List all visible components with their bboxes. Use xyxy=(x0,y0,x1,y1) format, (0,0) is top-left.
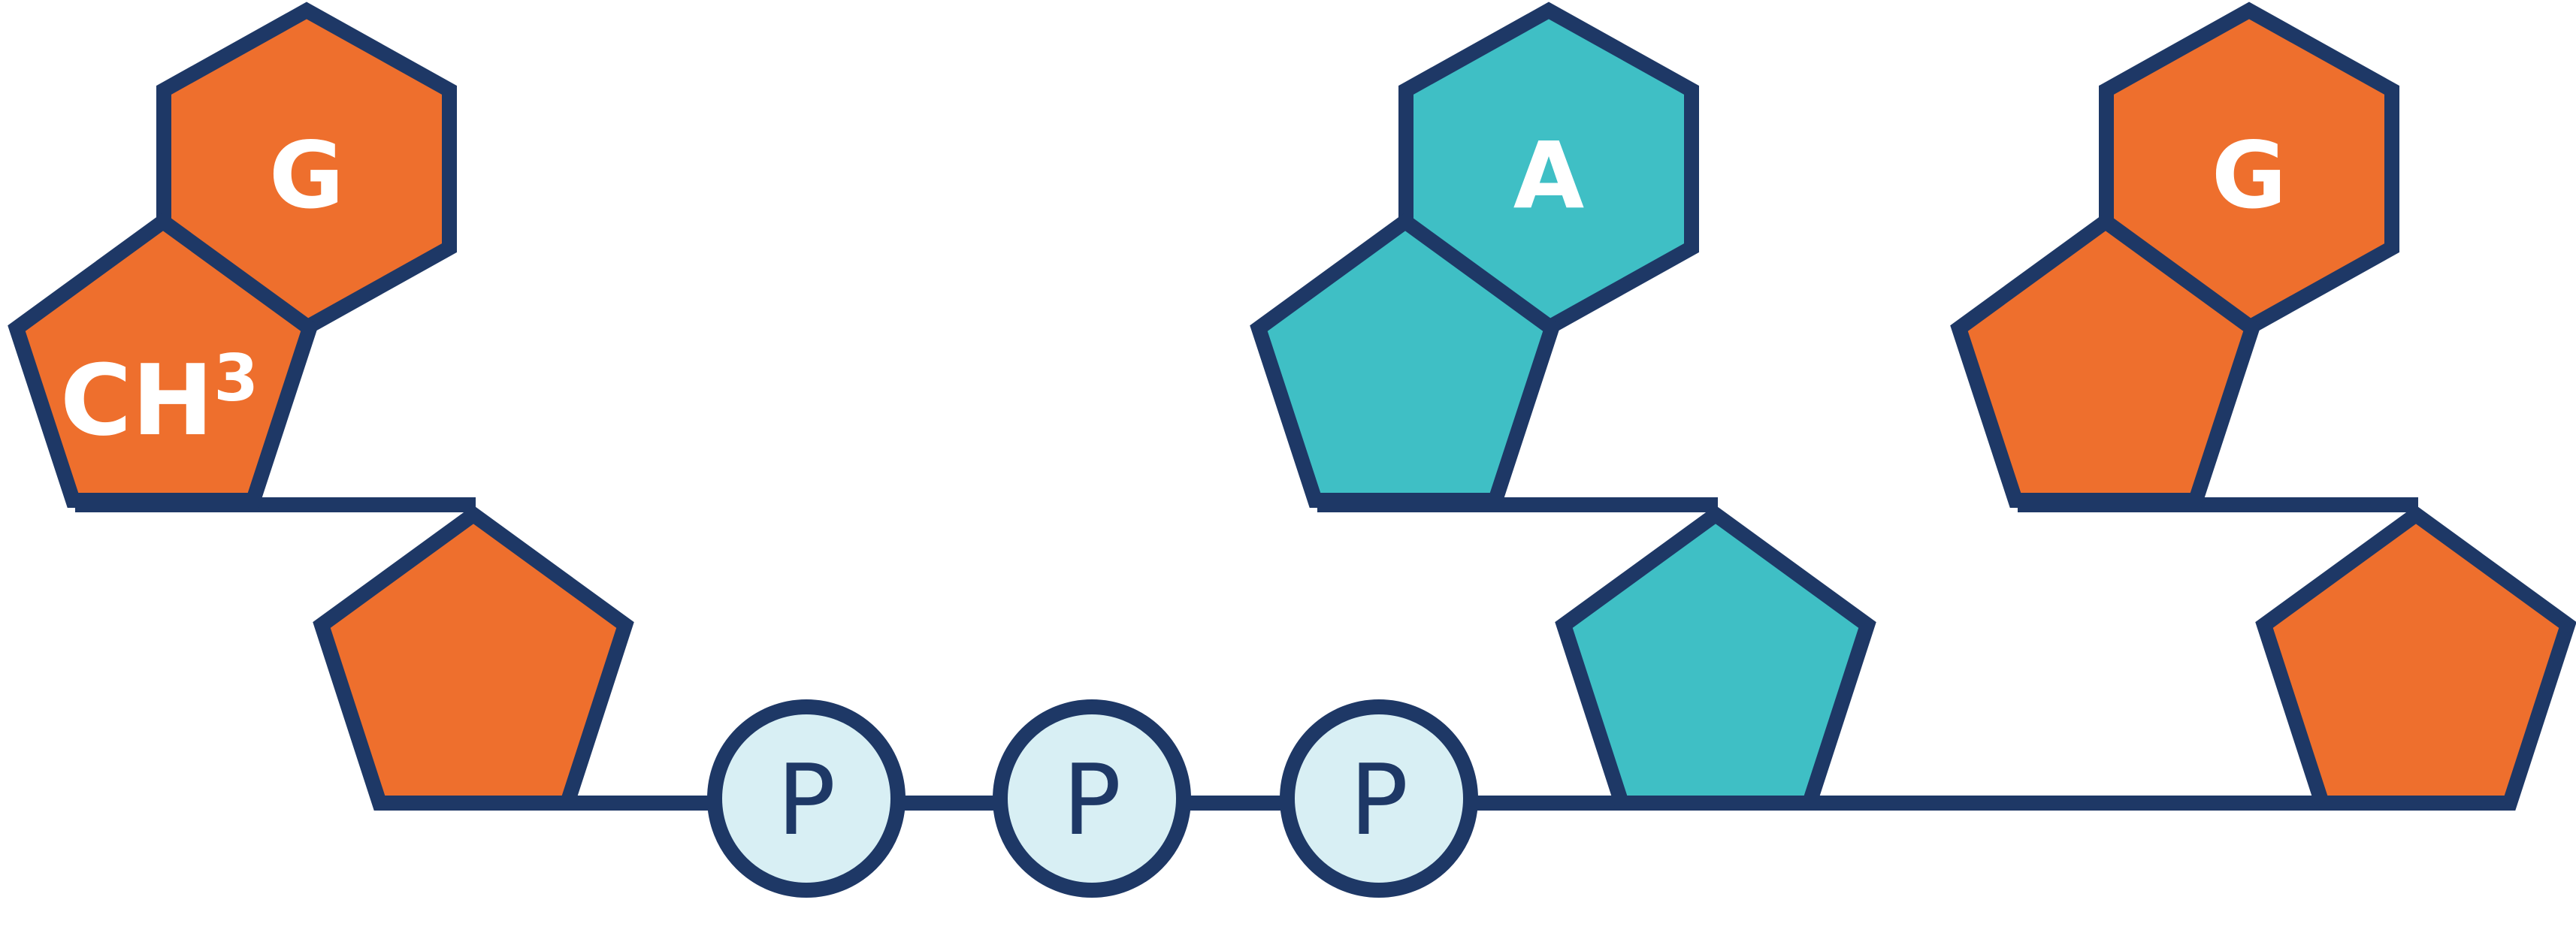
phosphate-circle xyxy=(993,699,1191,898)
base-letter-label: A xyxy=(1513,122,1584,229)
phosphate-circle xyxy=(707,699,906,898)
phosphate-label: P xyxy=(1063,743,1121,857)
ribose-pentagon xyxy=(1555,505,1876,811)
ribose-pentagon xyxy=(2255,505,2576,811)
base-letter-label: G xyxy=(2212,122,2287,229)
ribose-pentagon xyxy=(313,505,634,811)
nucleotide-methylated-guanine: G CH3 xyxy=(8,2,634,811)
phosphate-label: P xyxy=(777,743,836,857)
methyl-group-label: CH3 xyxy=(60,341,259,457)
base-pentagon xyxy=(1250,212,1561,508)
base-letter-label: G xyxy=(269,122,344,229)
methyl-pentagon xyxy=(8,212,319,508)
phosphate-label: P xyxy=(1350,743,1408,857)
triphosphate-group: P P P xyxy=(707,699,1478,898)
nucleotide-guanine: G xyxy=(1950,2,2576,811)
base-pentagon xyxy=(1950,212,2261,508)
phosphate-circle xyxy=(1280,699,1478,898)
nucleotide-adenine: A xyxy=(1250,2,1876,811)
